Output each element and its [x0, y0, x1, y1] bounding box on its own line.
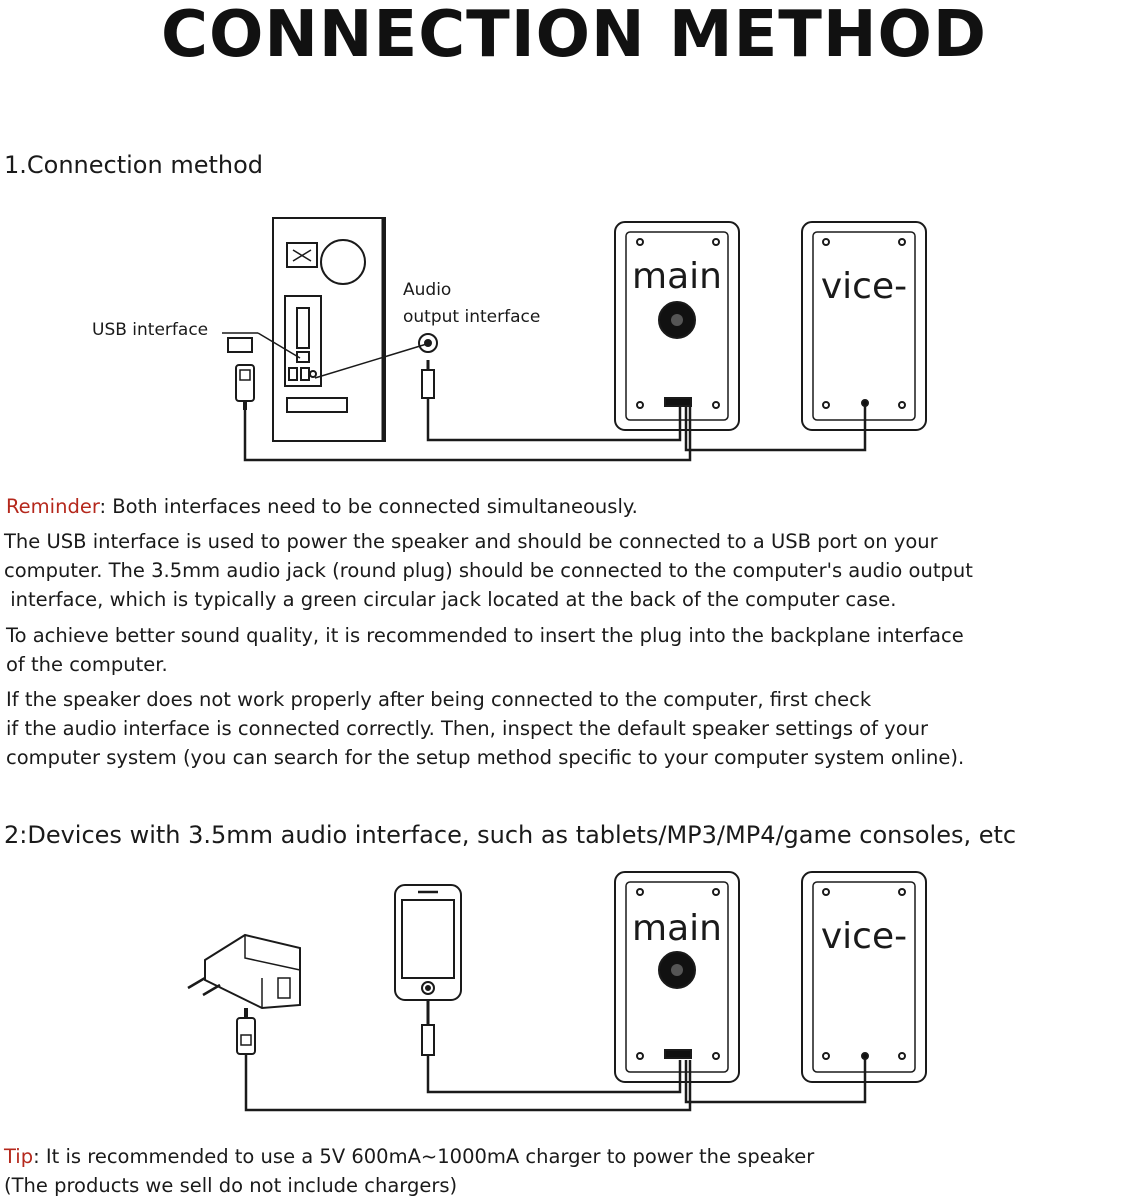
vice-speaker-icon — [801, 221, 927, 431]
vice-speaker-icon — [801, 871, 927, 1083]
page-title: CONNECTION METHOD — [160, 0, 988, 72]
main-speaker-icon — [614, 871, 740, 1083]
main-speaker-label: main — [632, 256, 722, 297]
reminder-line: Reminder: Both interfaces need to be con… — [6, 492, 638, 521]
tip-text: : It is recommended to use a 5V 600mA~10… — [33, 1145, 815, 1168]
computer-tower-icon — [272, 217, 386, 442]
tip-label: Tip — [4, 1145, 34, 1168]
paragraph-line: of the computer. — [6, 653, 168, 676]
paragraph-line: The USB interface is used to power the s… — [4, 530, 938, 553]
usb-plug-icon — [235, 364, 255, 410]
power-adapter-icon — [187, 933, 301, 1010]
section-2-diagram: main vice- — [187, 871, 927, 1112]
section-1-diagram: USB interface Audio output interface mai… — [92, 217, 927, 462]
paragraph-sound-quality: To achieve better sound quality, it is r… — [6, 621, 964, 679]
audio-jack-plug-icon — [421, 1000, 435, 1056]
reminder-text: : Both interfaces need to be connected s… — [99, 495, 638, 518]
paragraph-usb-audio: The USB interface is used to power the s… — [4, 527, 973, 614]
usb-plug-icon — [236, 1008, 256, 1055]
paragraph-line: if the audio interface is connected corr… — [6, 717, 929, 740]
section-1-heading: 1.Connection method — [4, 151, 264, 179]
main-speaker-label: main — [632, 908, 722, 949]
tip-note: (The products we sell do not include cha… — [4, 1174, 458, 1197]
vice-speaker-label: vice- — [821, 916, 907, 957]
paragraph-line: computer system (you can search for the … — [6, 746, 965, 769]
reminder-label: Reminder — [6, 495, 100, 518]
audio-jack-plug-icon — [418, 333, 438, 399]
paragraph-line: If the speaker does not work properly af… — [6, 688, 872, 711]
audio-label-line2: output interface — [403, 307, 540, 327]
paragraph-line: To achieve better sound quality, it is r… — [6, 624, 964, 647]
paragraph-line: computer. The 3.5mm audio jack (round pl… — [4, 559, 973, 582]
paragraph-line: interface, which is typically a green ci… — [4, 588, 897, 611]
paragraph-troubleshooting: If the speaker does not work properly af… — [6, 685, 964, 772]
tip-line: Tip: It is recommended to use a 5V 600mA… — [4, 1142, 814, 1171]
audio-label-line1: Audio — [403, 280, 451, 300]
phone-icon — [394, 884, 462, 1001]
vice-speaker-label: vice- — [821, 266, 907, 307]
main-speaker-icon — [614, 221, 740, 431]
usb-interface-label: USB interface — [92, 320, 208, 340]
section-2-heading: 2:Devices with 3.5mm audio interface, su… — [4, 821, 1017, 849]
